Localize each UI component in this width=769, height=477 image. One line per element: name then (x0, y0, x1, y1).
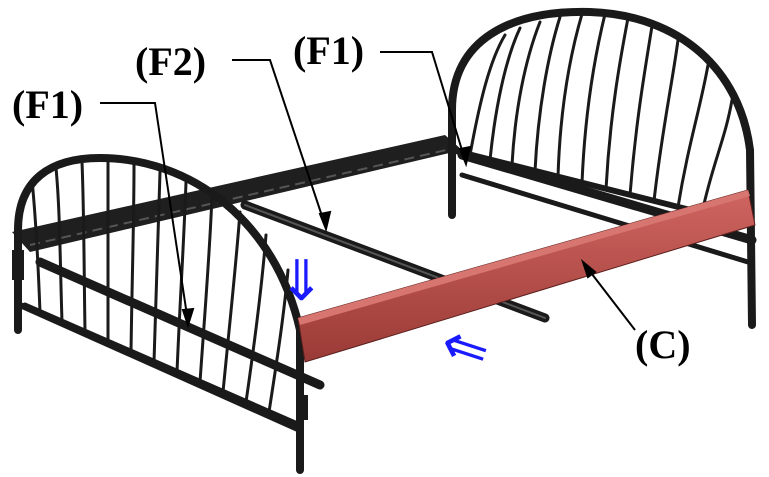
frame-rail-f1-left (22, 257, 325, 428)
footboard-left (12, 153, 308, 474)
label-f2: (F2) (135, 39, 206, 84)
label-f1-left: (F1) (12, 82, 83, 127)
back-side-rail (12, 135, 462, 252)
down-arrow-icon: ⇓ (278, 249, 325, 314)
leader-lines (100, 51, 636, 331)
label-f1-right: (F1) (293, 28, 364, 73)
left-arrow-icon: ⇐ (433, 310, 498, 386)
label-c: (C) (635, 322, 691, 367)
front-side-rail-c (297, 189, 756, 363)
headboard-right (448, 7, 756, 329)
